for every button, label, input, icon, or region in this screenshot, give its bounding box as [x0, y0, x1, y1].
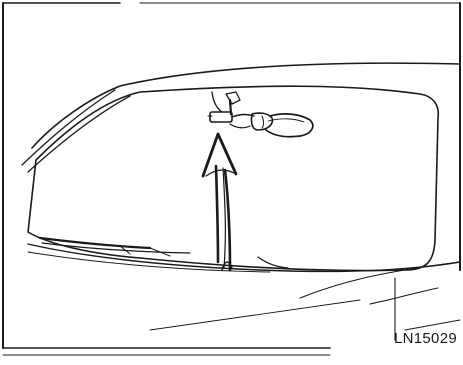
figure-frame [3, 3, 460, 355]
roof-line [32, 63, 460, 148]
figure-code-label: LN15029 [394, 330, 457, 347]
up-arrow [203, 134, 236, 270]
rear-view-mirror [208, 92, 313, 137]
cowl-line [150, 300, 360, 330]
a-pillar [22, 90, 130, 172]
body-panel [300, 262, 460, 340]
